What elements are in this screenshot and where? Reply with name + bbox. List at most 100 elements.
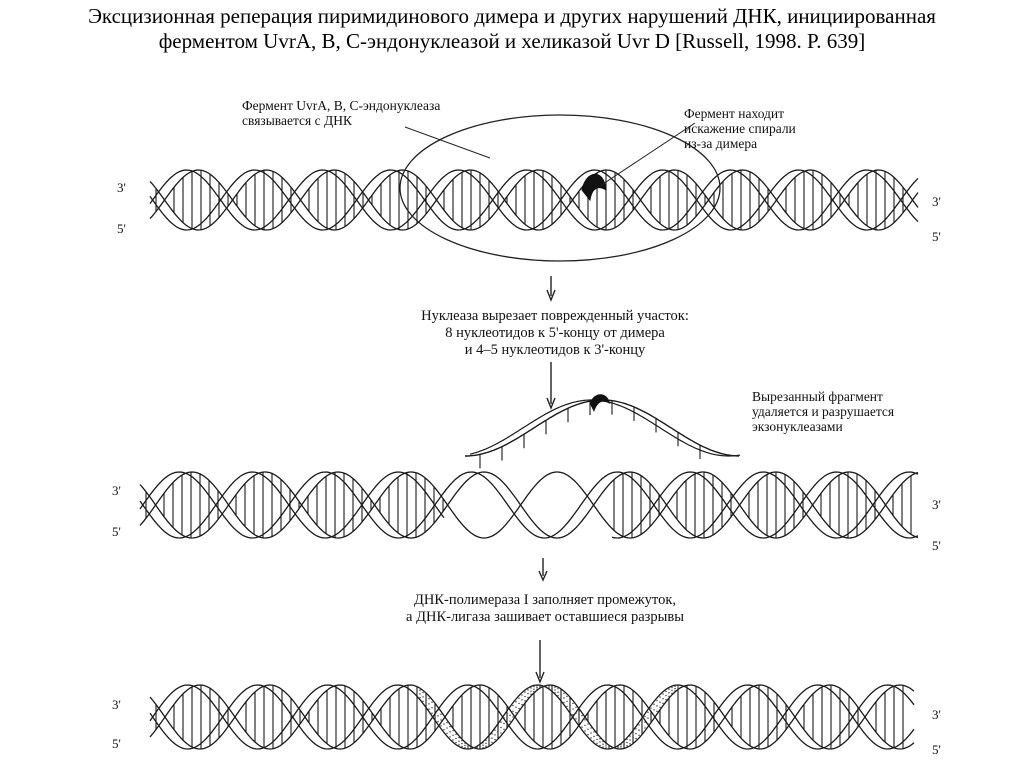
helix-row3-new-dna-dot <box>593 736 594 737</box>
helix-row3-new-dna-dot <box>479 746 480 747</box>
helix-row3-new-dna-dot <box>458 741 459 742</box>
helix-row3-new-dna-dot <box>554 689 555 690</box>
helix-row3-new-dna-dot <box>485 743 486 744</box>
excised-dimer-icon <box>590 394 610 412</box>
helix-row3-new-dna-dot <box>443 718 444 719</box>
row1-right-3prime: 3' <box>932 194 941 210</box>
helix-row3-new-dna-dot <box>656 705 657 706</box>
enzyme-finds-line-1: Фермент находит <box>684 106 796 121</box>
helix-row3-new-dna-dot <box>548 686 549 687</box>
helix-row3-new-dna-dot <box>617 745 618 746</box>
helix-row3-new-dna-dot <box>503 717 504 718</box>
helix-row3-new-dna-dot <box>665 695 666 696</box>
helix-row3-new-dna-dot <box>671 687 672 688</box>
helix-row3-new-dna-dot <box>440 725 441 726</box>
helix-row3-new-dna-dot <box>548 685 549 686</box>
helix-row3-new-dna-dot <box>587 723 588 724</box>
helix-row3-new-dna-dot <box>560 690 561 691</box>
row2-right-3prime: 3' <box>932 497 941 513</box>
helix-row3-new-dna-dot <box>521 699 522 700</box>
helix-row3-new-dna-dot <box>563 697 564 698</box>
fragment-label: Вырезанный фрагмент удаляется и разрушае… <box>752 389 894 434</box>
helix-row3-new-dna-dot <box>425 695 426 696</box>
helix-row3-new-dna-dot <box>569 710 570 711</box>
helix-row3-new-dna-dot <box>455 742 456 743</box>
helix-row3-new-dna-dot <box>581 726 582 727</box>
helix-row3-new-dna-dot <box>464 742 465 743</box>
helix-row3-new-dna-dot <box>638 735 639 736</box>
helix-row3-new-dna-dot <box>458 737 459 738</box>
helix-row3-new-dna-dot <box>497 736 498 737</box>
helix-row3-new-dna-dot <box>662 703 663 704</box>
helix-row3-new-dna-dot <box>608 748 609 749</box>
helix-row3-new-dna-dot <box>422 696 423 697</box>
helix-row3-new-dna-dot <box>533 686 534 687</box>
fragment-line-2: удаляется и разрушается <box>752 404 894 419</box>
helix-row3-new-dna-dot <box>443 729 444 730</box>
step2-caption: ДНК-полимераза I заполняет промежуток, а… <box>355 592 735 626</box>
helix-row3-new-dna-dot <box>434 717 435 718</box>
helix-row3-new-dna-dot <box>446 733 447 734</box>
helix-row3-new-dna-dot <box>431 701 432 702</box>
helix-row3-new-dna-dot <box>578 722 579 723</box>
helix-row3-new-dna-dot <box>431 707 432 708</box>
helix-row3-new-dna-dot <box>530 690 531 691</box>
helix-row3-new-dna-dot <box>509 709 510 710</box>
helix-row3-new-dna-dot <box>449 736 450 737</box>
pyrimidine-dimer-icon <box>582 174 606 200</box>
helix-row3-new-dna-dot <box>458 744 459 745</box>
row3-right-5prime: 5' <box>932 742 941 758</box>
helix-row3-new-dna-dot <box>473 747 474 748</box>
helix-row3-new-dna-dot <box>590 737 591 738</box>
helix-row3-new-dna-dot <box>527 689 528 690</box>
helix-row3-new-dna-dot <box>488 737 489 738</box>
helix-row3-new-dna-dot <box>593 740 594 741</box>
step1-caption: Нуклеаза вырезает поврежденный участок: … <box>370 308 740 359</box>
helix-row3-new-dna-dot <box>482 745 483 746</box>
helix-row3-new-dna-dot <box>485 746 486 747</box>
helix-row3-new-dna-dot <box>635 728 636 729</box>
helix-row3-new-dna-dot <box>608 745 609 746</box>
arrow-down-3 <box>539 558 547 580</box>
helix-row3-new-dna-dot <box>563 693 564 694</box>
helix-row3-new-dna-dot <box>653 704 654 705</box>
helix-row3-new-dna-dot <box>605 745 606 746</box>
helix-row3-new-dna-dot <box>572 708 573 709</box>
helix-row3-new-dna-dot <box>620 746 621 747</box>
helix-row3-new-dna-dot <box>677 685 678 686</box>
helix-row3-new-dna-dot <box>446 727 447 728</box>
helix-row3-new-dna-dot <box>665 691 666 692</box>
helix-row3-new-dna-dot <box>518 698 519 699</box>
helix-row3-new-dna-dot <box>662 698 663 699</box>
helix-row3-new-dna-dot <box>650 708 651 709</box>
helix-row3-new-dna-dot <box>479 748 480 749</box>
helix-row3-new-dna-dot <box>515 707 516 708</box>
helix-row3-new-dna-dot <box>629 739 630 740</box>
step2-line-2: а ДНК-лигаза зашивает оставшиеся разрывы <box>355 609 735 626</box>
helix-row3-new-dna-dot <box>551 688 552 689</box>
helix-row3-new-dna-dot <box>614 747 615 748</box>
helix-row3-new-dna-dot <box>674 688 675 689</box>
helix-row3-new-dna-dot <box>419 689 420 690</box>
helix-row3-new-dna-dot <box>599 745 600 746</box>
helix-row3-new-dna-dot <box>428 698 429 699</box>
helix-row3-new-dna-dot <box>419 697 420 698</box>
helix-row3-new-dna-dot <box>536 689 537 690</box>
helix-row3-new-dna-dot <box>539 685 540 686</box>
helix-row3-new-dna-dot <box>491 742 492 743</box>
helix-row3-new-dna-dot <box>623 744 624 745</box>
helix-row3-new-dna-dot <box>665 699 666 700</box>
helix-row3-new-dna-dot <box>587 734 588 735</box>
helix-row3-new-dna-dot <box>461 743 462 744</box>
helix-row3-new-dna-dot <box>659 696 660 697</box>
helix-row3-new-dna-dot <box>557 688 558 689</box>
helix-row2-strand-b <box>140 472 918 538</box>
helix-row3-new-dna-dot <box>470 748 471 749</box>
helix-row3-new-dna-dot <box>494 729 495 730</box>
helix-row3-new-dna-dot <box>467 746 468 747</box>
excised-fragment-strand-a <box>465 400 739 456</box>
helix-row3-new-dna-dot <box>653 715 654 716</box>
helix-row3-new-dna-dot <box>641 720 642 721</box>
helix-row3-new-dna-dot <box>677 687 678 688</box>
helix-row3-new-dna-dot <box>524 692 525 693</box>
